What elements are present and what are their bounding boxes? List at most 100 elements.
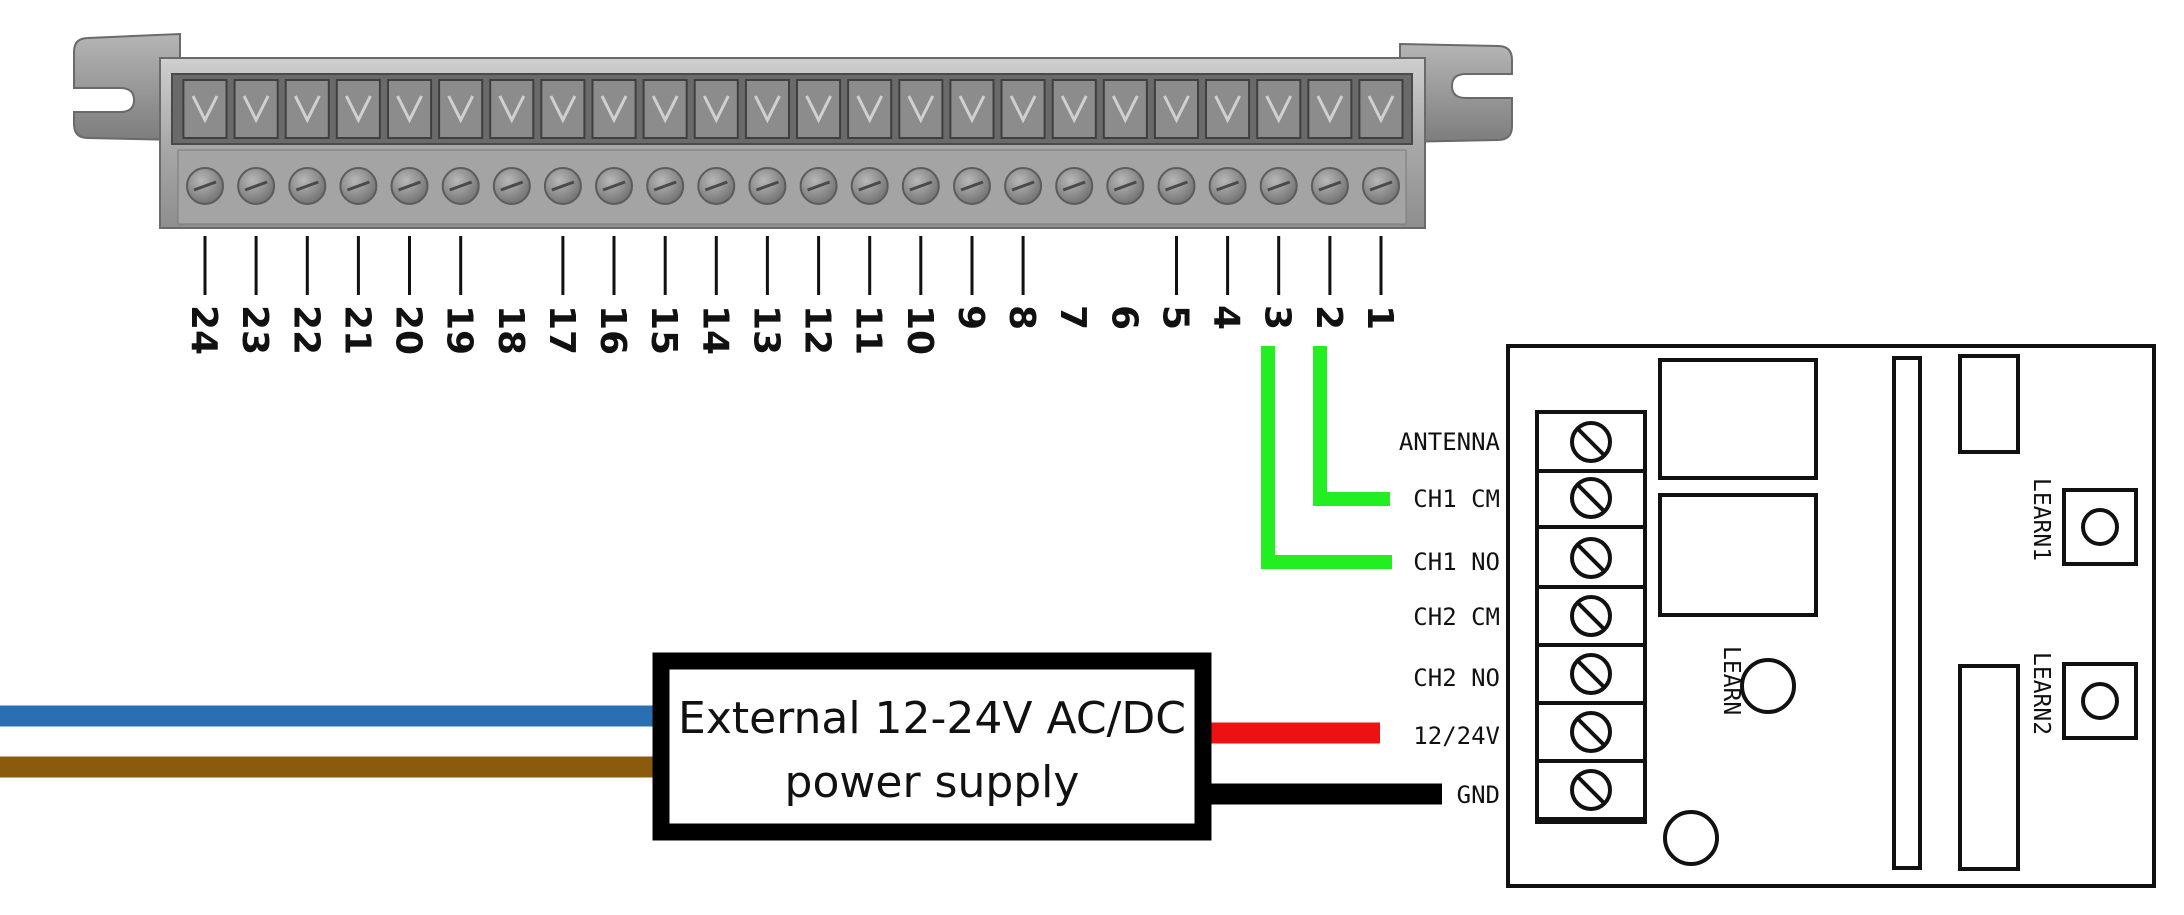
label-ch1-cm: CH1 CM (1413, 485, 1500, 513)
spring-clamp (293, 95, 321, 124)
screw-slot (602, 180, 626, 192)
spring-clamp (600, 95, 628, 124)
power-supply-title: External 12-24V AC/DC (678, 693, 1186, 744)
label-ch2-cm: CH2 CM (1413, 603, 1500, 631)
power-supply: External 12-24V AC/DC power supply (0, 652, 1442, 841)
terminal-number-10: 10 (899, 305, 940, 355)
label-ch1-no: CH1 NO (1413, 548, 1500, 576)
terminal-number-7: 7 (1052, 305, 1093, 330)
spring-clamp (191, 95, 219, 124)
board-screw-slot (1576, 543, 1606, 573)
signal-wires (1261, 346, 1392, 569)
label-learn2: LEARN2 (2028, 652, 2054, 735)
screw-slot (858, 180, 882, 192)
clamp-cell (1102, 79, 1148, 139)
clamp-cell (182, 79, 228, 139)
screw-slot (653, 180, 677, 192)
terminal-number-6: 6 (1103, 305, 1144, 330)
clamp-cell (387, 79, 433, 139)
clamp-cell (847, 79, 893, 139)
label-ch2-no: CH2 NO (1413, 664, 1500, 692)
spring-clamp (754, 95, 781, 124)
spring-clamp (242, 95, 270, 124)
spring-clamp (1214, 95, 1241, 124)
learn1-button (2081, 508, 2119, 546)
clamp-cell (1000, 79, 1046, 139)
spring-clamp (907, 95, 935, 124)
power-supply-box (652, 652, 1212, 841)
terminal-number-3: 3 (1257, 305, 1298, 330)
label-learn1: LEARN1 (2028, 478, 2054, 561)
spring-clamp (345, 95, 372, 124)
wire-terminal3-ch1-no (1261, 346, 1392, 569)
label-12-24v: 12/24V (1413, 722, 1500, 750)
clamp-cell (284, 79, 330, 139)
terminal-number-15: 15 (643, 305, 684, 355)
clamp-cell (1358, 79, 1404, 139)
terminal-number-22: 22 (285, 305, 326, 355)
screw-slot (500, 180, 524, 192)
board-screw-slot (1576, 483, 1606, 513)
spring-clamp (498, 95, 526, 124)
screw-row (177, 149, 1407, 225)
spring-clamp (1060, 95, 1088, 124)
terminal-number-5: 5 (1155, 305, 1196, 330)
screw-slot (755, 180, 779, 192)
spring-clamp (1009, 95, 1037, 124)
screw-slot (1113, 180, 1137, 192)
terminal-number-18: 18 (490, 305, 531, 355)
small-component-top (1958, 354, 2020, 454)
relay-1 (1658, 358, 1818, 480)
relay-2 (1658, 493, 1818, 617)
learn-button (1740, 658, 1796, 714)
clamp-cell (642, 79, 688, 139)
board-screw-slot (1576, 601, 1606, 631)
small-component-bottom (1958, 664, 2020, 871)
screw-slot (960, 180, 984, 192)
label-learn: LEARN (1718, 646, 1744, 715)
clamp-cell (1153, 79, 1200, 139)
spring-clamp (396, 95, 423, 124)
screw-slot (295, 180, 319, 192)
screw-slot (193, 180, 217, 192)
terminal-number-16: 16 (592, 305, 633, 355)
screw-slot (909, 180, 933, 192)
clamp-cell (1307, 79, 1353, 139)
clamp-cell (744, 79, 791, 139)
learn1-button-frame (2062, 488, 2138, 566)
terminal-number-17: 17 (541, 305, 582, 355)
left-mounting-ear (73, 32, 181, 142)
terminal-number-4: 4 (1206, 305, 1247, 330)
terminal-number-2: 2 (1308, 305, 1349, 330)
terminal-number-23: 23 (234, 305, 275, 355)
power-supply-subtitle: power supply (785, 757, 1080, 808)
label-antenna: ANTENNA (1399, 428, 1501, 456)
terminal-number-11: 11 (848, 305, 889, 355)
clamp-cell (489, 79, 535, 139)
board-screw-slot (1576, 427, 1606, 457)
clamp-cell (335, 79, 381, 139)
clamp-cell (796, 79, 842, 139)
spring-clamp (447, 95, 475, 124)
screw-slot (704, 180, 728, 192)
learn2-button-frame (2062, 662, 2138, 740)
terminal-number-14: 14 (694, 305, 735, 355)
clamp-cell (233, 79, 279, 139)
terminal-number-24: 24 (183, 305, 224, 355)
screw-slot (1369, 180, 1393, 192)
terminal-number-12: 12 (797, 305, 838, 355)
terminal-number-21: 21 (336, 305, 377, 355)
spring-clamp (1163, 95, 1190, 124)
screw-slot (1011, 180, 1035, 192)
spring-clamp (856, 95, 884, 124)
board-screw-slot (1576, 717, 1606, 747)
board-screw-slot (1576, 775, 1606, 805)
clamp-cell (591, 79, 637, 139)
clamp-cell (540, 79, 586, 139)
clamp-cell (1256, 79, 1302, 139)
terminal-number-9: 9 (950, 305, 991, 330)
vertical-component (1892, 356, 1922, 870)
spring-clamp (702, 95, 730, 124)
screw-slot (1062, 180, 1086, 192)
